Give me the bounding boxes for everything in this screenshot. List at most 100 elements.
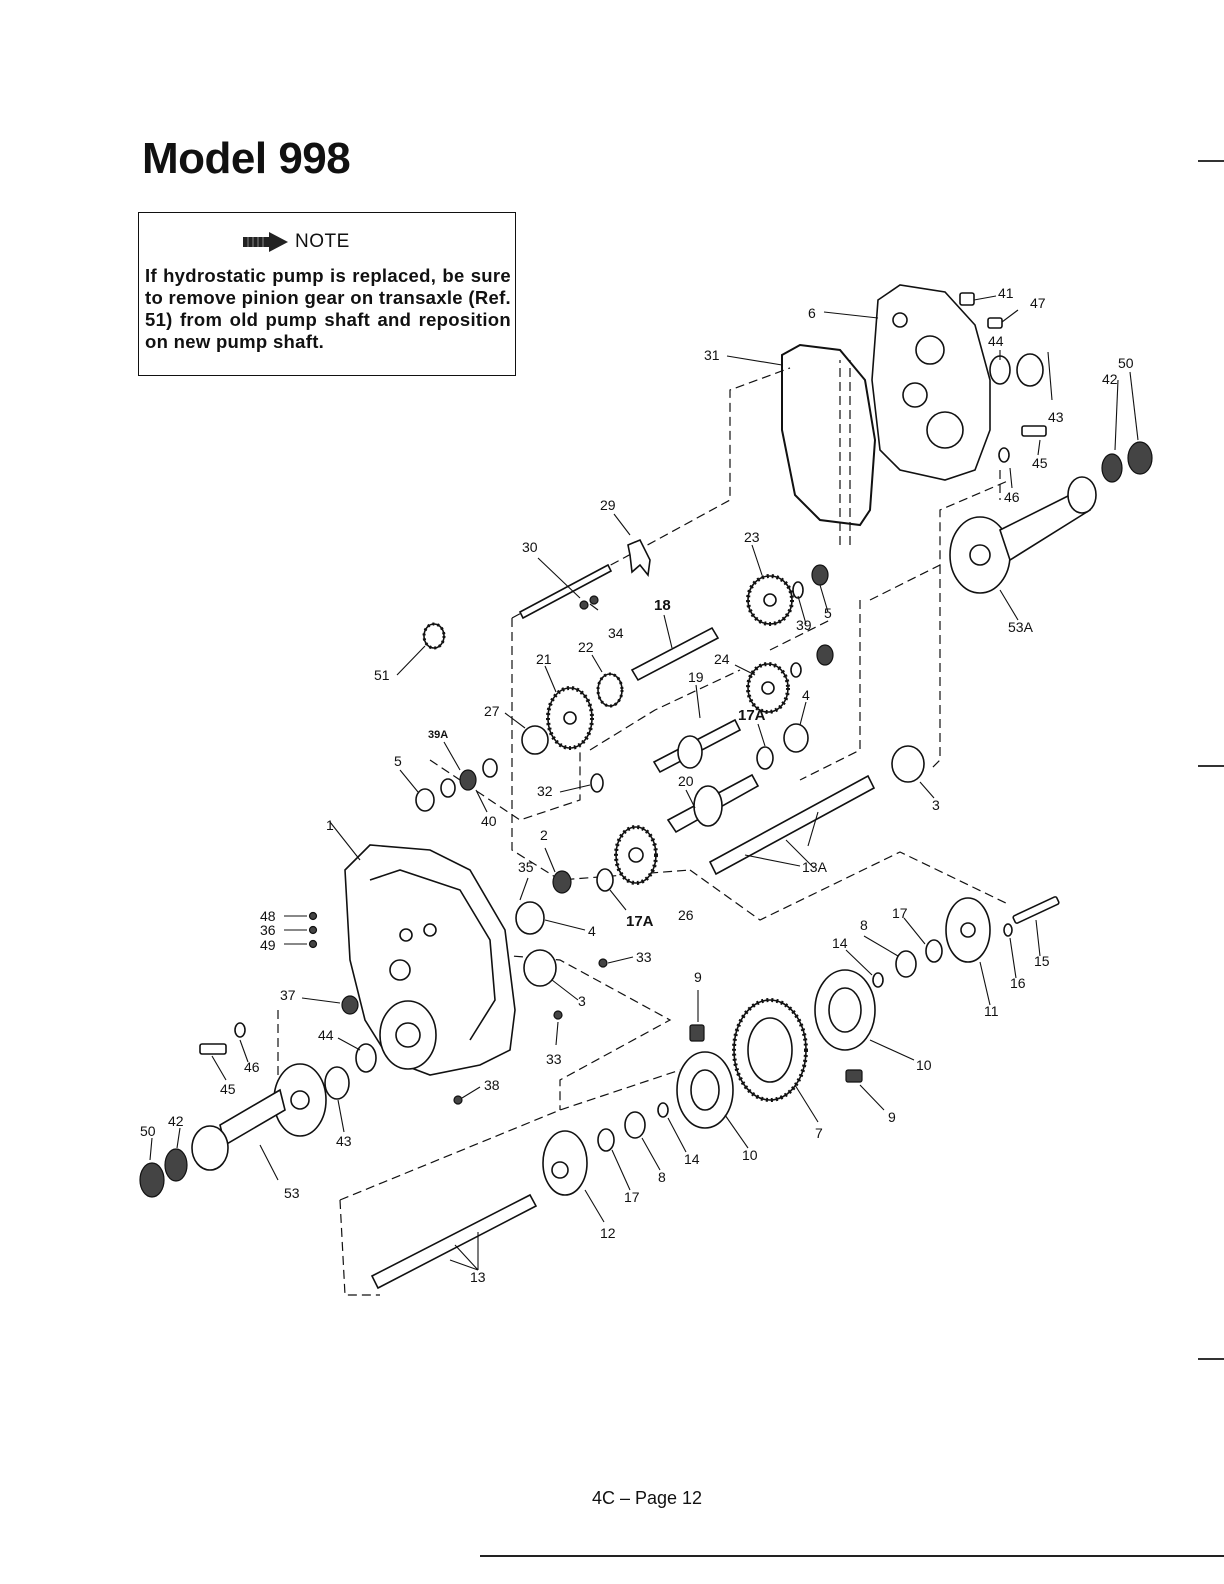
part-6-transaxle-cover xyxy=(871,284,991,481)
callout-10: 10 xyxy=(916,1057,932,1073)
callout-46: 46 xyxy=(1004,489,1020,505)
part-48-fitting xyxy=(308,911,318,921)
part-23-gear xyxy=(746,574,794,626)
part-17-washer-right xyxy=(925,939,943,963)
callout-1: 1 xyxy=(326,817,334,833)
callout-2: 2 xyxy=(540,827,548,843)
part-36-fitting xyxy=(308,925,318,935)
leader-lines xyxy=(149,295,1139,1271)
bottom-rule xyxy=(480,1555,1224,1557)
part-43-bearing-left xyxy=(324,1066,350,1100)
page-title: Model 998 xyxy=(142,134,351,183)
note-label: NOTE xyxy=(295,231,350,252)
edge-mark-top xyxy=(1198,160,1224,162)
part-27-bushing xyxy=(521,725,549,755)
callout-50: 50 xyxy=(140,1123,156,1139)
part-8-pinion-right xyxy=(895,950,917,978)
callout-4: 4 xyxy=(802,687,810,703)
callout-30: 30 xyxy=(522,539,538,555)
callout-33: 33 xyxy=(636,949,652,965)
part-5-bearing-mid xyxy=(816,644,834,666)
callout-41: 41 xyxy=(998,285,1014,301)
callout-53A: 53A xyxy=(1008,619,1034,635)
part-42-bearing-right xyxy=(1101,453,1123,483)
callout-20: 20 xyxy=(678,773,694,789)
part-30-shift-rod xyxy=(518,563,613,620)
part-39-ring-upper xyxy=(792,581,804,599)
part-46-washer xyxy=(998,447,1010,463)
callout-37: 37 xyxy=(280,987,296,1003)
callout-43: 43 xyxy=(336,1133,352,1149)
callout-5: 5 xyxy=(394,753,402,769)
callout-47: 47 xyxy=(1030,295,1046,311)
part-39-ring-lower xyxy=(790,662,802,678)
callout-15: 15 xyxy=(1034,953,1050,969)
callout-3: 3 xyxy=(578,993,586,1009)
page-footer: 4C – Page 12 xyxy=(0,1488,1224,1509)
note-text: If hydrostatic pump is replaced, be sure… xyxy=(145,265,511,352)
note-box: NOTE If hydrostatic pump is replaced, be… xyxy=(138,212,516,376)
part-17-washer-left xyxy=(597,1128,615,1152)
part-42-bearing-left xyxy=(164,1148,188,1182)
callout-17: 17 xyxy=(892,905,908,921)
callout-17A: 17A xyxy=(626,913,654,930)
part-13-shaft xyxy=(370,1193,538,1290)
callout-9: 9 xyxy=(694,969,702,985)
callout-49: 49 xyxy=(260,937,276,953)
part-53-left-axle xyxy=(191,1063,327,1171)
part-53A-right-axle xyxy=(949,476,1097,594)
callout-31: 31 xyxy=(704,347,720,363)
part-14-ring-left xyxy=(657,1102,669,1118)
callout-48: 48 xyxy=(260,908,276,924)
part-12-axle-flange xyxy=(542,1130,588,1196)
callout-13A: 13A xyxy=(802,859,828,875)
part-3-bearing-left xyxy=(523,949,557,987)
part-20-gear xyxy=(693,785,723,827)
assembly-center-lines xyxy=(277,360,1011,1296)
part-9-block-right xyxy=(845,1069,863,1083)
callout-24: 24 xyxy=(714,651,730,667)
part-33-plug-lower xyxy=(553,1010,563,1020)
callout-51: 51 xyxy=(374,667,390,683)
note-arrow-icon xyxy=(243,232,288,252)
callout-43: 43 xyxy=(1048,409,1064,425)
part-47-bolt xyxy=(987,317,1003,329)
callout-27: 27 xyxy=(484,703,500,719)
part-19-gear xyxy=(677,735,703,769)
callout-9: 9 xyxy=(888,1109,896,1125)
callout-39A: 39A xyxy=(428,729,448,741)
callout-8: 8 xyxy=(658,1169,666,1185)
callout-11: 11 xyxy=(984,1003,999,1019)
callout-45: 45 xyxy=(220,1081,236,1097)
edge-mark-bottom xyxy=(1198,1358,1224,1360)
part-34-spring xyxy=(589,595,599,605)
callout-38: 38 xyxy=(484,1077,500,1093)
part-40-bearing xyxy=(459,769,477,791)
callout-40: 40 xyxy=(481,813,497,829)
part-10-differential-case-left xyxy=(676,1051,734,1129)
callout-8: 8 xyxy=(860,917,868,933)
part-7-ring-gear xyxy=(732,998,808,1102)
callout-3: 3 xyxy=(932,797,940,813)
callout-45: 45 xyxy=(1032,455,1048,471)
part-49-fitting xyxy=(308,939,318,949)
part-5-bearing-left xyxy=(415,788,435,812)
part-39A-washer xyxy=(440,778,456,798)
part-18-shaft xyxy=(630,626,720,682)
callout-50: 50 xyxy=(1118,355,1134,371)
callout-7: 7 xyxy=(815,1125,823,1141)
part-16-washer xyxy=(1003,923,1013,937)
part-2-bearing xyxy=(552,870,572,894)
callout-14: 14 xyxy=(684,1151,700,1167)
part-51-pinion-gear xyxy=(422,622,446,650)
part-9-block-left xyxy=(689,1024,705,1042)
callout-13: 13 xyxy=(470,1269,486,1285)
callout-46: 46 xyxy=(244,1059,260,1075)
callout-29: 29 xyxy=(600,497,616,513)
part-29-shift-fork xyxy=(627,538,651,577)
part-15-bolt xyxy=(1012,896,1060,924)
callout-33: 33 xyxy=(546,1051,562,1067)
callout-42: 42 xyxy=(168,1113,184,1129)
callout-36: 36 xyxy=(260,922,276,938)
